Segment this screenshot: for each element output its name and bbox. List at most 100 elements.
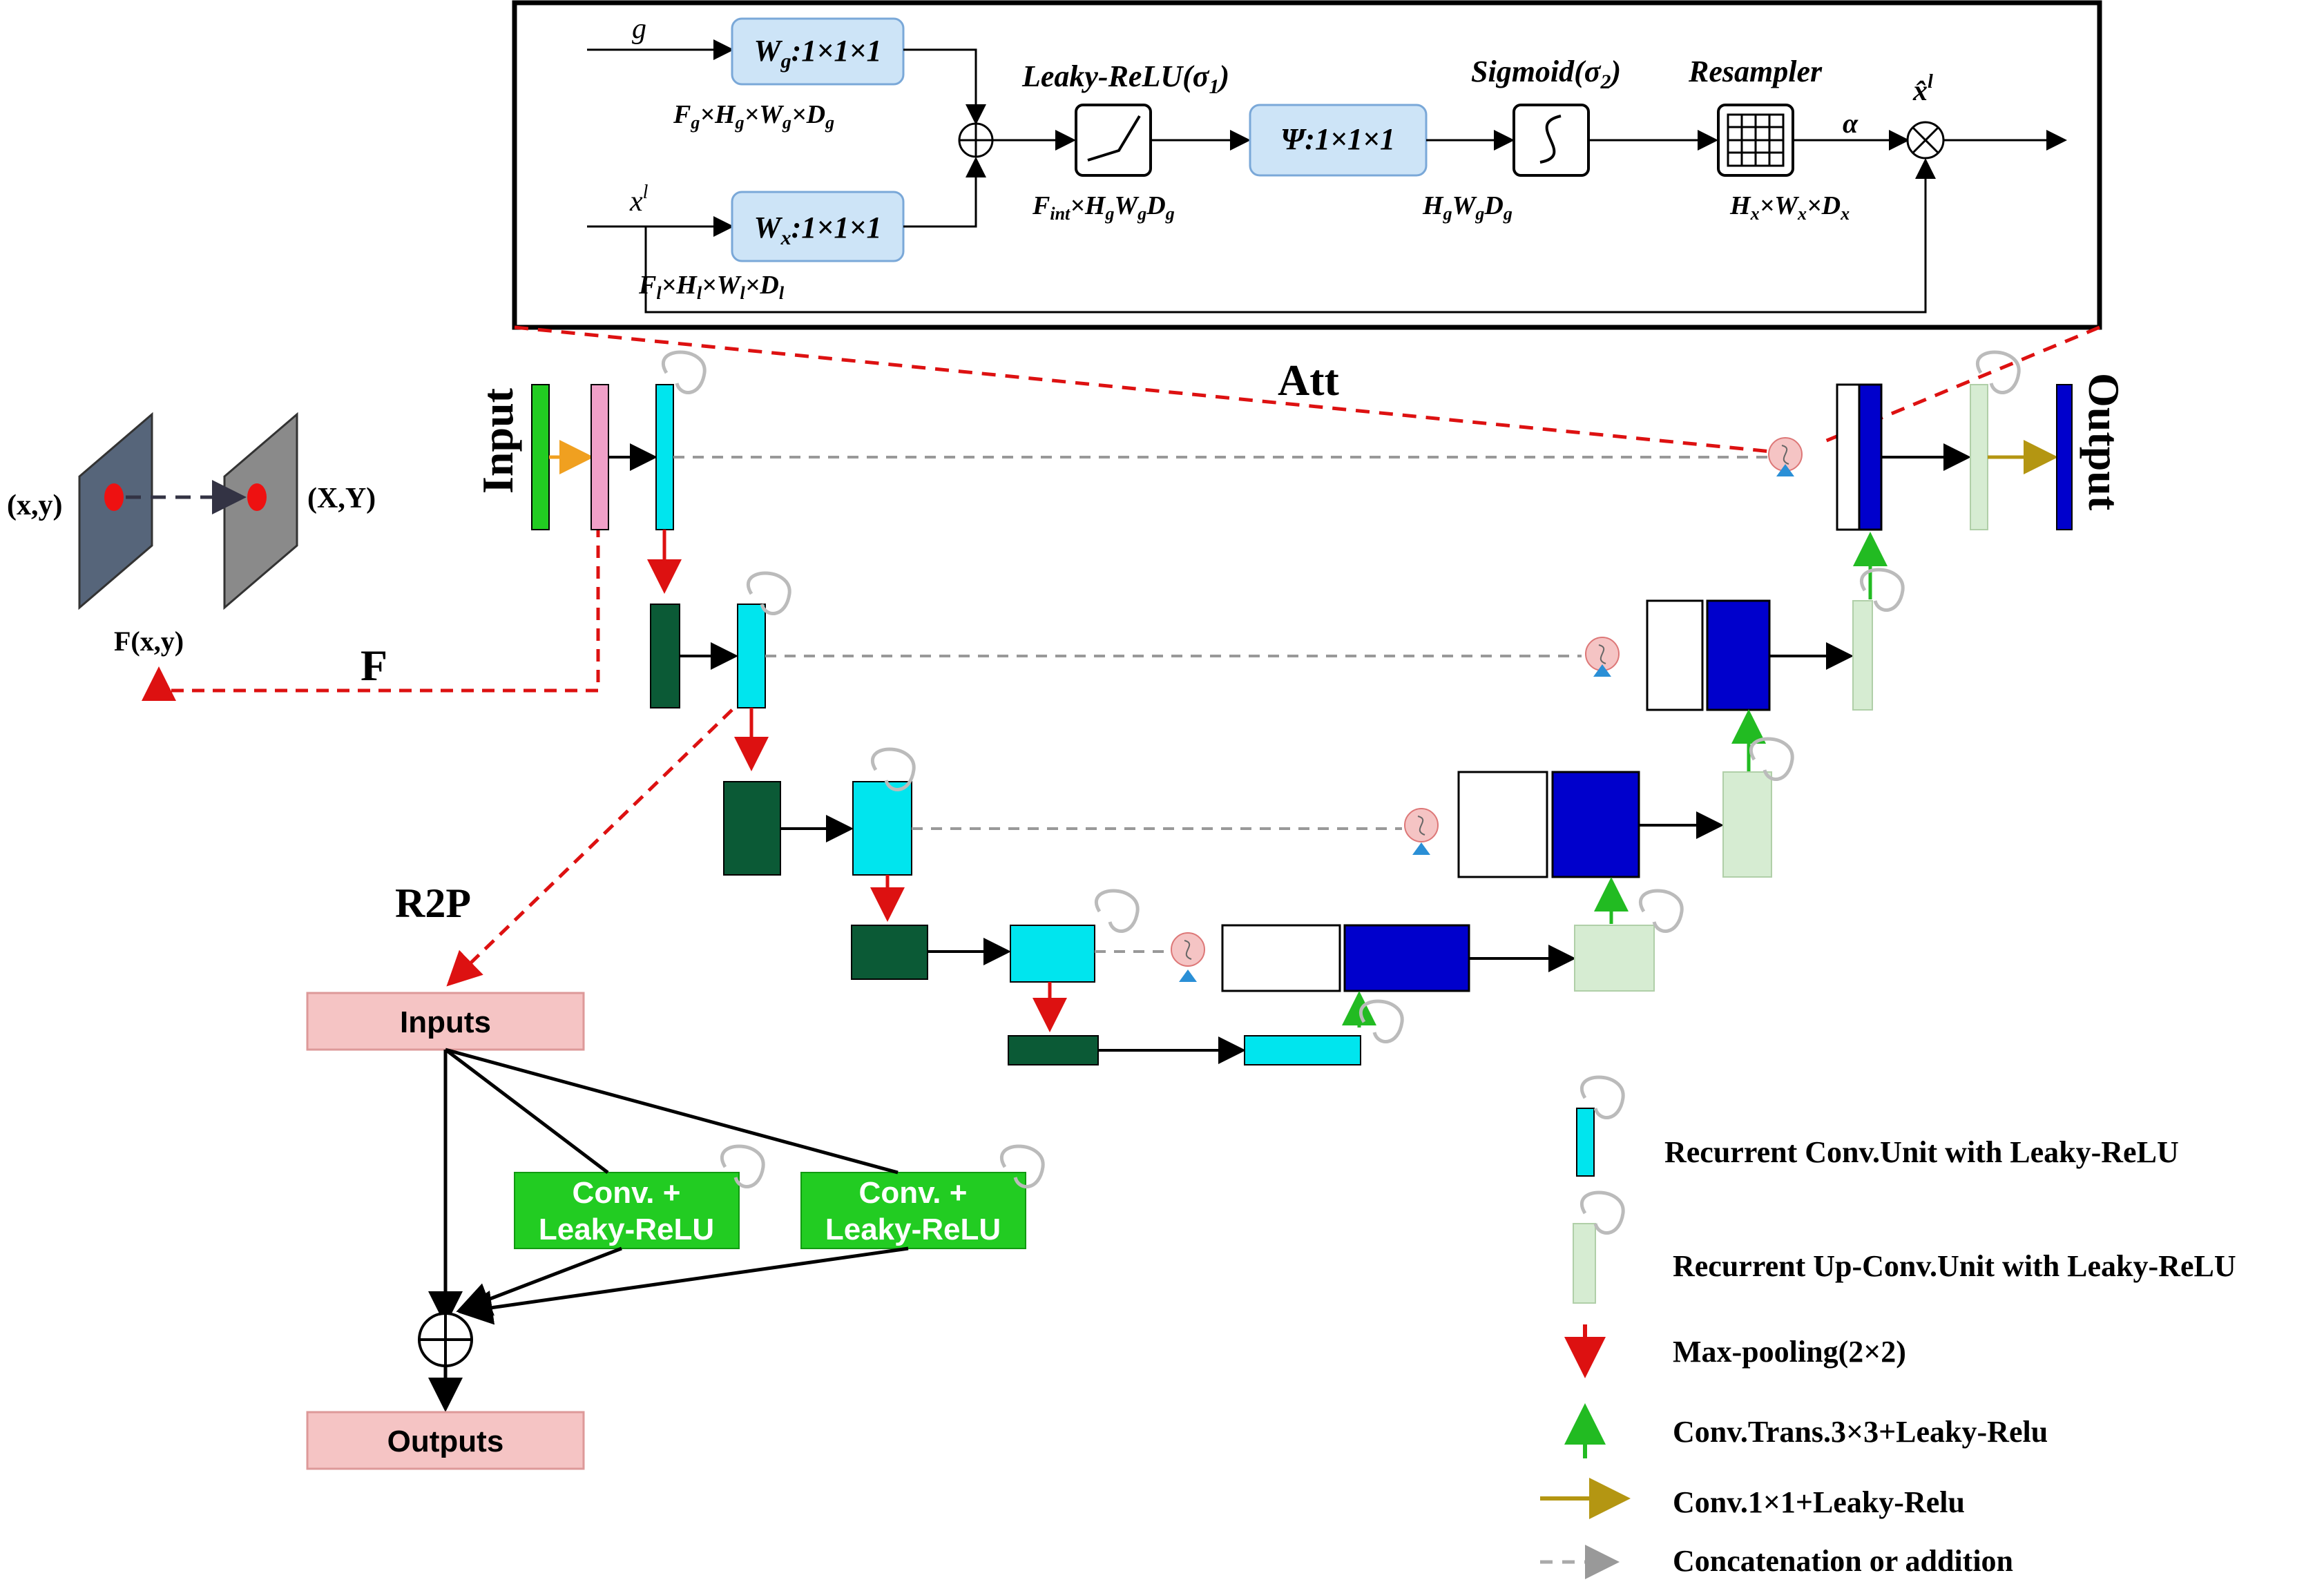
decoder-unit-4 [1574,925,1655,992]
zoom-line-right [1823,325,2100,444]
legend-label-3: Conv.Trans.3×3+Leaky-Relu [1673,1415,2048,1449]
pool-block-3 [723,781,781,876]
alpha-label: α [1843,108,1859,139]
attention-gate-icon-1 [1768,437,1803,476]
inputs-label: Inputs [400,1005,491,1039]
conv-label-2b: Leaky-ReLU [825,1213,1001,1246]
concat-blue-bar-1 [1858,383,1883,531]
encoder-unit-3 [852,781,912,876]
outputs-label: Outputs [387,1425,504,1458]
wx-to-sum-line [903,157,986,228]
input-x-label: xl [629,182,649,218]
decoder-unit-2 [1852,600,1873,711]
wg-to-sum-line [903,48,986,125]
cyan-unit-icon [1576,1108,1595,1177]
conv-label-2a: Conv. + [859,1176,968,1210]
legend-item-conv-trans: Conv.Trans.3×3+Leaky-Relu [1564,1403,2048,1458]
grid-icon [1727,113,1785,167]
x-hat-label: x̂l [1912,71,1933,107]
bottleneck-unit [1244,1035,1361,1065]
relu-curve-icon [1087,115,1141,162]
wx-dims-label: Fl×Hl×Wl×Dl [638,271,785,303]
legend-label-5: Concatenation or addition [1673,1544,2013,1578]
wx-box-label: Wx:1×1×1 [754,211,882,249]
attention-gate-icon-2 [1585,637,1620,677]
wg-box-label: Wg:1×1×1 [754,34,882,73]
conv-label-1a: Conv. + [573,1176,681,1210]
wg-dims-label: Fg×Hg×Wg×Dg [673,100,834,133]
conv-label-1b: Leaky-ReLU [539,1213,714,1246]
pool-block-4 [851,925,928,980]
recurrent-loop-icon [999,1144,1045,1188]
wg-box [731,17,905,86]
zoom-line-left [514,325,1779,454]
conv2-to-sum-line [458,1246,909,1325]
r2p-label: R2P [395,880,471,926]
spatial-transform-illustration: (x,y) (X,Y) F(x,y) [7,412,376,657]
target-point [247,483,267,511]
concat-blue-bar-2 [1706,599,1771,711]
output-label: Output [2080,373,2129,511]
legend-label-0: Recurrent Conv.Unit with Leaky-ReLU [1664,1135,2179,1169]
attention-gate-panel: g Wg:1×1×1 Fg×Hg×Wg×Dg xl Wx:1×1×1 Fl×Hl… [512,0,2102,330]
recurrent-loop-icon [1358,999,1404,1043]
recurrent-loop-icon [720,1144,765,1188]
inputs-to-conv2-line [445,1048,899,1175]
leaky-relu-label: Leaky-ReLU(σ1) [1021,59,1229,98]
sigmoid-label: Sigmoid(σ2) [1471,55,1621,93]
recurrent-loop-icon [1975,350,2021,394]
output-bar [2056,384,2073,530]
encoder-unit-1 [655,384,674,530]
source-point [104,483,124,511]
r2p-path-line [446,708,733,987]
concat-blue-bar-3 [1551,771,1640,878]
decoder-unit-1 [1970,384,1988,530]
recurrent-loop-icon [746,571,791,615]
legend-item-recurrent-upconv: Recurrent Up-Conv.Unit with Leaky-ReLU [1573,1190,2236,1304]
decoder-unit-3 [1722,771,1772,878]
light-green-unit-icon [1573,1223,1596,1304]
encoder-unit-4 [1010,925,1095,983]
target-plane [223,412,298,610]
pool-block-2 [650,604,680,708]
hgwg-dims-label: HgWgDg [1422,191,1512,224]
legend-item-recurrent-conv: Recurrent Conv.Unit with Leaky-ReLU [1576,1075,2179,1177]
psi-label: Ψ:1×1×1 [1280,122,1395,156]
input-bar [531,384,550,530]
recurrent-loop-icon [1094,889,1140,933]
r2p-block: Inputs Conv. + Leaky-ReLU Conv. + Leaky-… [306,992,1045,1470]
f-path-line [142,525,600,701]
concat-white-bar-2 [1646,599,1704,711]
input-label: Input [473,387,522,494]
conv-leaky-relu-box-2 [800,1172,1026,1249]
f-xy-label: F(x,y) [114,626,184,657]
attention-gate-icon-4 [1171,932,1205,982]
conv-leaky-relu-box-1 [514,1172,740,1249]
leaky-relu-box [1075,104,1152,177]
att-label: Att [1278,356,1340,405]
pool-block-5 [1008,1035,1099,1065]
inputs-to-conv1-line [444,1048,609,1174]
legend-item-conv1x1: Conv.1×1+Leaky-Relu [1540,1478,1965,1519]
recurrent-loop-icon [1638,889,1684,933]
recurrent-loop-icon [870,747,916,791]
pink-bar [590,384,609,530]
recurrent-loop-icon [661,350,707,394]
encoder-unit-2 [737,604,766,708]
sigmoid-curve-icon [1539,115,1562,164]
source-plane [78,412,153,610]
concat-white-bar-4 [1221,924,1341,992]
target-coord-label: (X,Y) [307,483,376,514]
legend: Recurrent Conv.Unit with Leaky-ReLU Recu… [1540,1075,2236,1579]
x-bypass-line [644,158,1936,313]
source-coord-label: (x,y) [7,490,62,521]
legend-label-4: Conv.1×1+Leaky-Relu [1673,1485,1965,1519]
concat-white-bar-3 [1457,771,1548,878]
concat-white-bar-1 [1836,383,1861,531]
input-g-label: g [632,13,646,45]
legend-label-1: Recurrent Up-Conv.Unit with Leaky-ReLU [1673,1249,2236,1283]
legend-label-2: Max-pooling(2×2) [1673,1335,1906,1369]
concat-blue-bar-4 [1343,924,1470,992]
hx-dims-label: Hx×Wx×Dx [1729,191,1850,224]
